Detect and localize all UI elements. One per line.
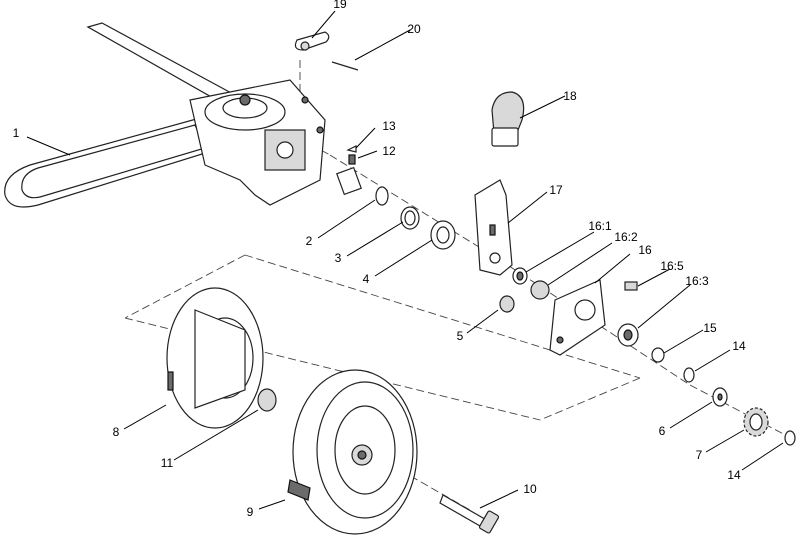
- callout-5: 5: [457, 329, 464, 343]
- callout-20: 20: [407, 22, 421, 36]
- clip-part-14-upper: [683, 367, 695, 383]
- shift-lever-part-19: [294, 31, 330, 51]
- callout-16-1: 16:1: [588, 219, 612, 233]
- bolt-part-10: [439, 494, 500, 534]
- callout-14-upper: 14: [732, 339, 746, 353]
- callout-19: 19: [333, 0, 347, 11]
- height-bracket-part-17: [474, 179, 513, 276]
- callout-14-lower: 14: [727, 468, 741, 482]
- callout-13: 13: [382, 119, 396, 133]
- stud-part-16-5: [624, 281, 638, 291]
- clip-part-14-lower: [784, 430, 796, 446]
- callout-1: 1: [13, 126, 20, 140]
- callout-16-3: 16:3: [685, 274, 709, 288]
- pin-part-20: [331, 61, 359, 71]
- wheel-carrier-part-16: [549, 279, 606, 356]
- callout-16: 16: [638, 243, 652, 257]
- callout-18: 18: [563, 89, 577, 103]
- callout-15: 15: [703, 321, 717, 335]
- washer-part-6: [712, 387, 728, 407]
- callout-11: 11: [161, 456, 174, 470]
- callout-labels: 1 2 3 4 5 6 7 8 9 10 11 12 13 14 14 15 1…: [13, 0, 746, 519]
- gear-part-7: [743, 407, 769, 437]
- snap-ring-part-2: [375, 186, 389, 206]
- clip-part-13: [346, 145, 357, 153]
- wheel-part-9: [287, 369, 418, 535]
- drive-belt-part-1: [4, 22, 237, 208]
- callout-16-5: 16:5: [660, 259, 684, 273]
- washer-part-15: [651, 347, 665, 363]
- bearing-part-16-3: [617, 323, 639, 347]
- callout-8: 8: [113, 425, 120, 439]
- bushing-part-4: [430, 220, 456, 250]
- bushing-part-16-2: [530, 280, 550, 300]
- callout-10: 10: [523, 482, 537, 496]
- spacer-part-5: [499, 295, 515, 313]
- washer-part-3: [400, 206, 420, 230]
- callout-12: 12: [382, 144, 396, 158]
- callout-7: 7: [696, 448, 703, 462]
- callout-6: 6: [659, 424, 666, 438]
- callout-3: 3: [335, 251, 342, 265]
- bearing-part-16-1: [512, 267, 528, 285]
- axle-stub: [336, 166, 362, 196]
- wheel-cover-part-8: [166, 287, 264, 429]
- handle-grip-part-18: [491, 91, 525, 147]
- callout-2: 2: [306, 234, 313, 248]
- callout-16-2: 16:2: [614, 230, 638, 244]
- spring-part-12: [348, 154, 356, 165]
- bearing-part-11: [257, 388, 277, 412]
- callout-17: 17: [549, 183, 563, 197]
- leader-lines: [26, 10, 784, 510]
- transmission-housing: [189, 79, 326, 206]
- callout-9: 9: [247, 505, 254, 519]
- callout-4: 4: [363, 272, 370, 286]
